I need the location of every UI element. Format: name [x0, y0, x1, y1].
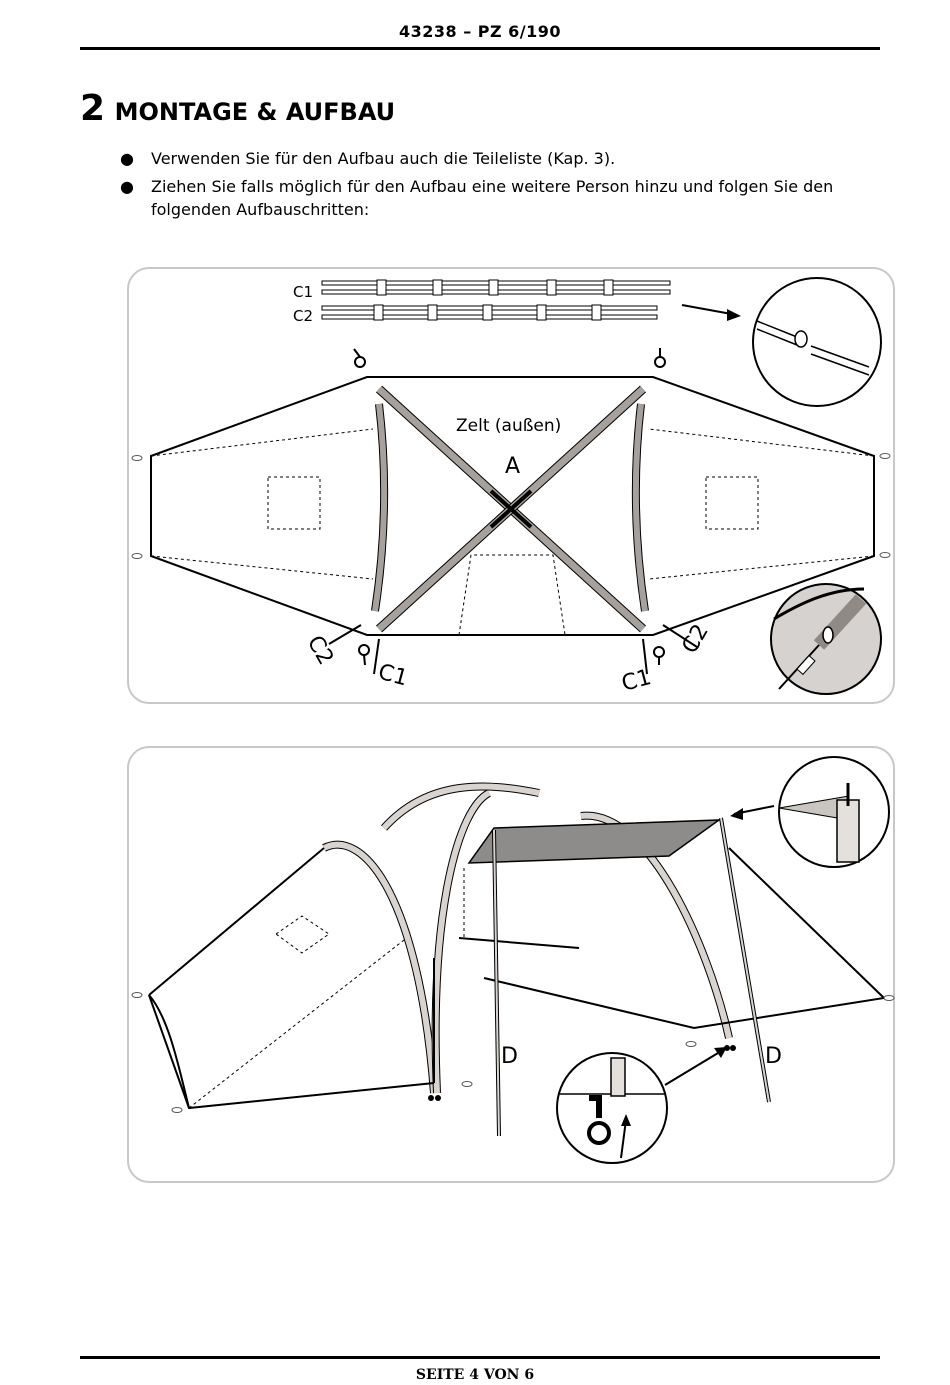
- tent-outer-label: Zelt (außen): [456, 416, 561, 436]
- figure-tent-assembled: D D: [127, 746, 895, 1183]
- crossing-poles: [375, 385, 647, 633]
- pole-d-right-label: D: [765, 1044, 782, 1069]
- pole-c2-label: C2: [293, 307, 313, 325]
- tent-body-outline: [148, 847, 887, 1110]
- tent-assembled-drawing: D D: [131, 756, 895, 1164]
- figure-tent-top-view: C1 C2: [127, 267, 895, 704]
- pole-foot-detail-icon: [556, 1052, 668, 1164]
- pole-sleeve-detail-icon: [770, 583, 882, 695]
- section-title: MONTAGE & AUFBAU: [114, 98, 396, 126]
- section-number: 2: [80, 88, 106, 129]
- pole-parts-illustration: [321, 279, 671, 321]
- bullet-icon: ●: [120, 177, 134, 196]
- list-item-text: Ziehen Sie falls möglich für den Aufbau …: [151, 177, 834, 219]
- bullet-icon: ●: [120, 149, 134, 168]
- c2-left-label: C2: [302, 632, 338, 670]
- part-a-label: A: [505, 454, 520, 479]
- page-number: SEITE 4 VON 6: [415, 1367, 535, 1383]
- canopy: [467, 819, 722, 864]
- list-item: ● Verwenden Sie für den Aufbau auch die T…: [118, 147, 878, 170]
- c1-left-label: C1: [375, 660, 410, 692]
- pole-d-left-label: D: [501, 1044, 518, 1069]
- footer-rule: [80, 1356, 880, 1359]
- tent-top-view-drawing: C1 C2: [131, 277, 891, 697]
- header-rule: [80, 47, 880, 50]
- pole-top-detail-icon: [778, 756, 890, 868]
- list-item-text: Verwenden Sie für den Aufbau auch die Te…: [151, 149, 616, 168]
- pole-c1-label: C1: [293, 283, 313, 301]
- c1-right-label: C1: [619, 665, 654, 697]
- instruction-list: ● Verwenden Sie für den Aufbau auch die T…: [118, 147, 878, 226]
- list-item: ● Ziehen Sie falls möglich für den Aufbau…: [118, 175, 878, 221]
- pole-joint-detail-icon: [752, 277, 882, 407]
- section-heading: 2 MONTAGE & AUFBAU: [80, 88, 395, 129]
- document-code: 43238 – PZ 6/190: [398, 22, 562, 41]
